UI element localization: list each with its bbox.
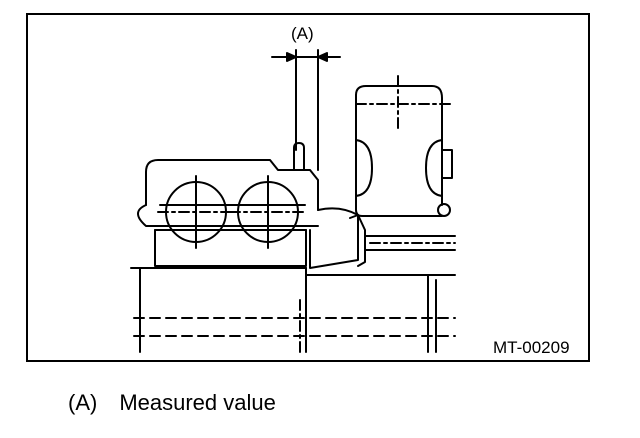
legend-text: Measured value [119, 390, 276, 415]
bearing-measurement-diagram: (A) MT-00209 [26, 13, 590, 362]
bearing-housing [137, 159, 319, 267]
legend-key: (A) [68, 390, 98, 415]
figure-code: MT-00209 [493, 338, 570, 357]
main-shaft [130, 267, 456, 353]
upper-housing [355, 75, 453, 217]
roller-right [229, 175, 307, 249]
shaft-rod [364, 235, 456, 251]
retainer-plate [309, 207, 366, 269]
dimension-a-marker [271, 49, 341, 171]
roller-left [157, 175, 235, 249]
diagram-frame [26, 13, 590, 362]
legend: (A) Measured value [68, 390, 276, 416]
dimension-label: (A) [291, 24, 314, 43]
pin [293, 142, 305, 171]
